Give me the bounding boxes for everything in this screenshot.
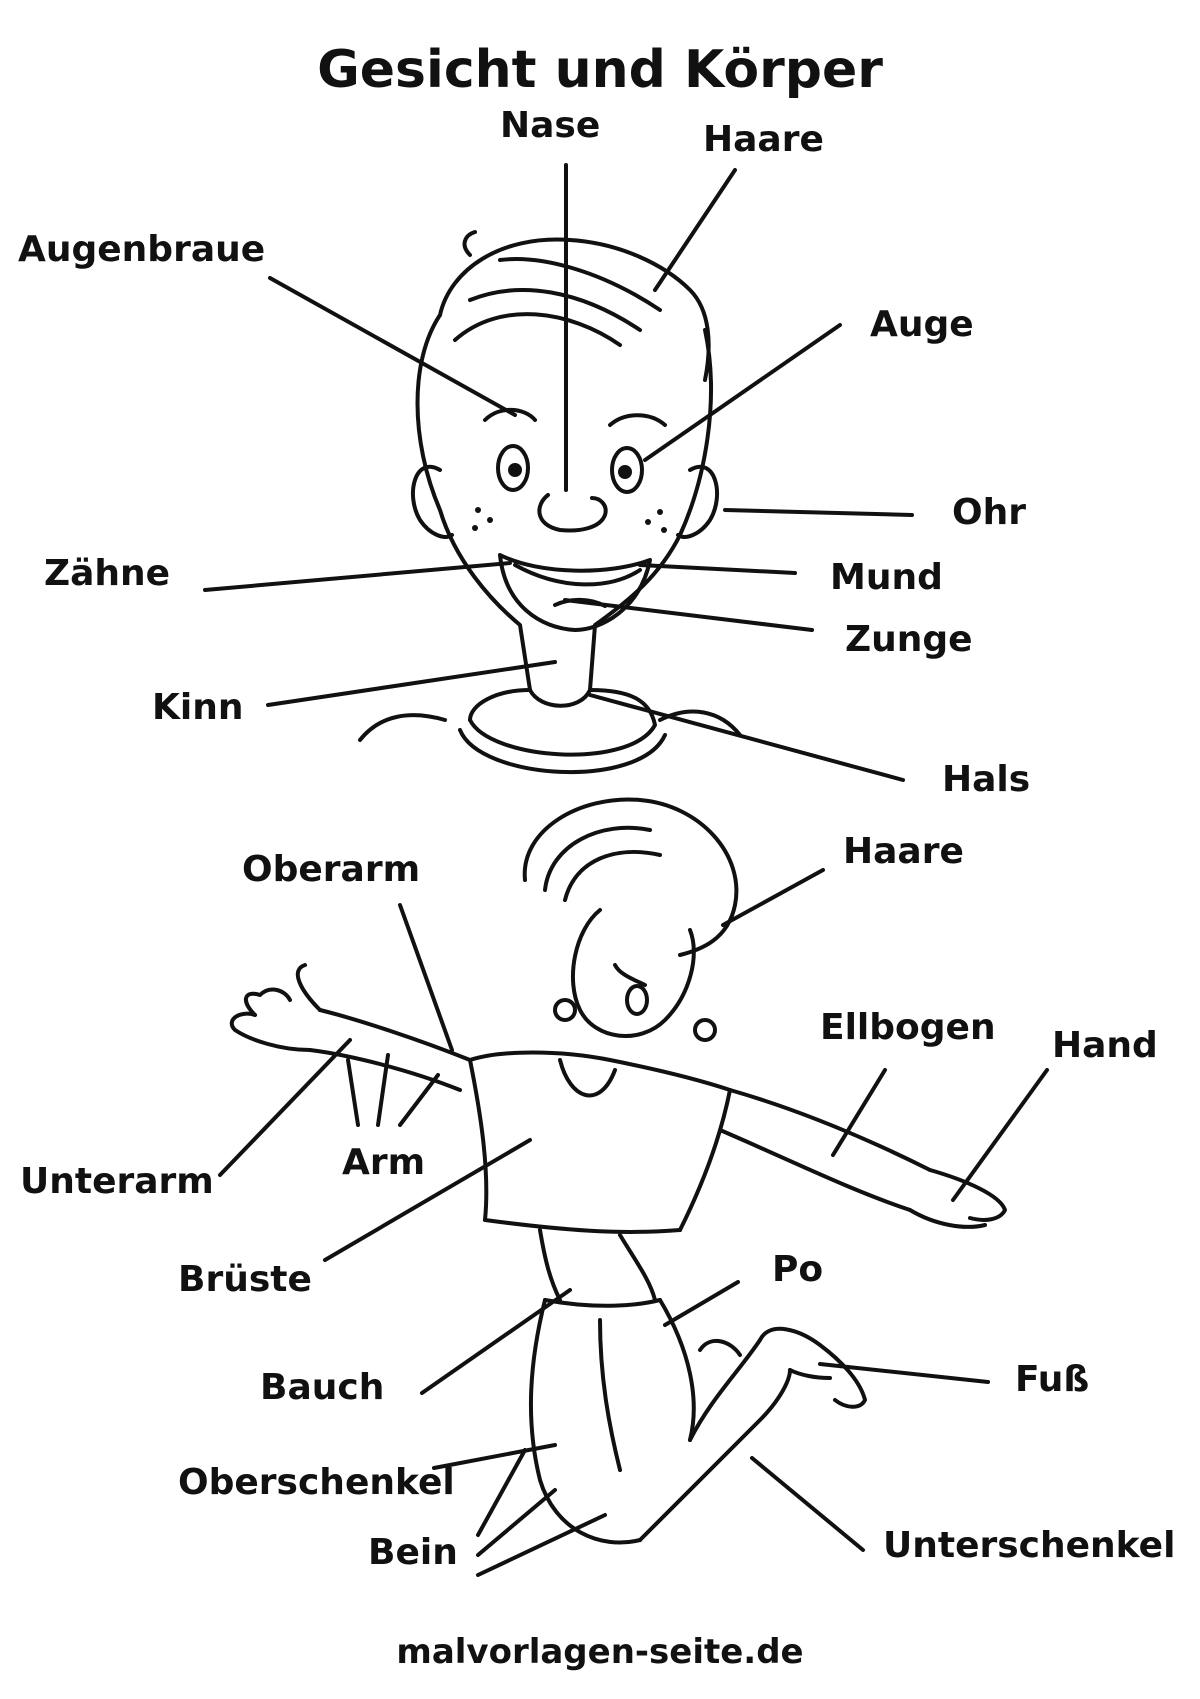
label-ohr: Ohr (952, 492, 1026, 533)
label-kinn: Kinn (152, 687, 244, 728)
label-auge: Auge (870, 304, 974, 345)
label-nase: Nase (500, 105, 601, 146)
label-ellbogen: Ellbogen (820, 1007, 996, 1048)
label-zunge: Zunge (845, 619, 973, 660)
girl-body-drawing (229, 797, 1007, 1545)
label-haare-face: Haare (703, 119, 824, 160)
label-fuss: Fuß (1015, 1359, 1090, 1400)
label-hand: Hand (1052, 1025, 1158, 1066)
label-oberarm: Oberarm (242, 849, 421, 890)
face-leader-lines (203, 163, 914, 782)
label-bauch: Bauch (260, 1367, 385, 1408)
label-bein: Bein (368, 1532, 458, 1573)
footer-site-name: malvorlagen-seite.de (396, 1632, 804, 1672)
label-mund: Mund (830, 557, 943, 598)
label-oberschenkel: Oberschenkel (178, 1462, 455, 1503)
label-haare-body: Haare (843, 831, 964, 872)
label-unterschenkel: Unterschenkel (883, 1525, 1176, 1566)
label-augenbraue: Augenbraue (18, 229, 266, 270)
label-unterarm: Unterarm (20, 1161, 214, 1202)
label-hals: Hals (942, 759, 1031, 800)
label-zaehne: Zähne (44, 553, 171, 594)
page-title: Gesicht und Körper (317, 40, 883, 100)
label-brueste: Brüste (178, 1259, 312, 1300)
body-leader-lines (218, 868, 1049, 1577)
label-arm: Arm (342, 1142, 426, 1183)
boy-face-drawing (358, 230, 742, 775)
label-po: Po (772, 1249, 824, 1290)
